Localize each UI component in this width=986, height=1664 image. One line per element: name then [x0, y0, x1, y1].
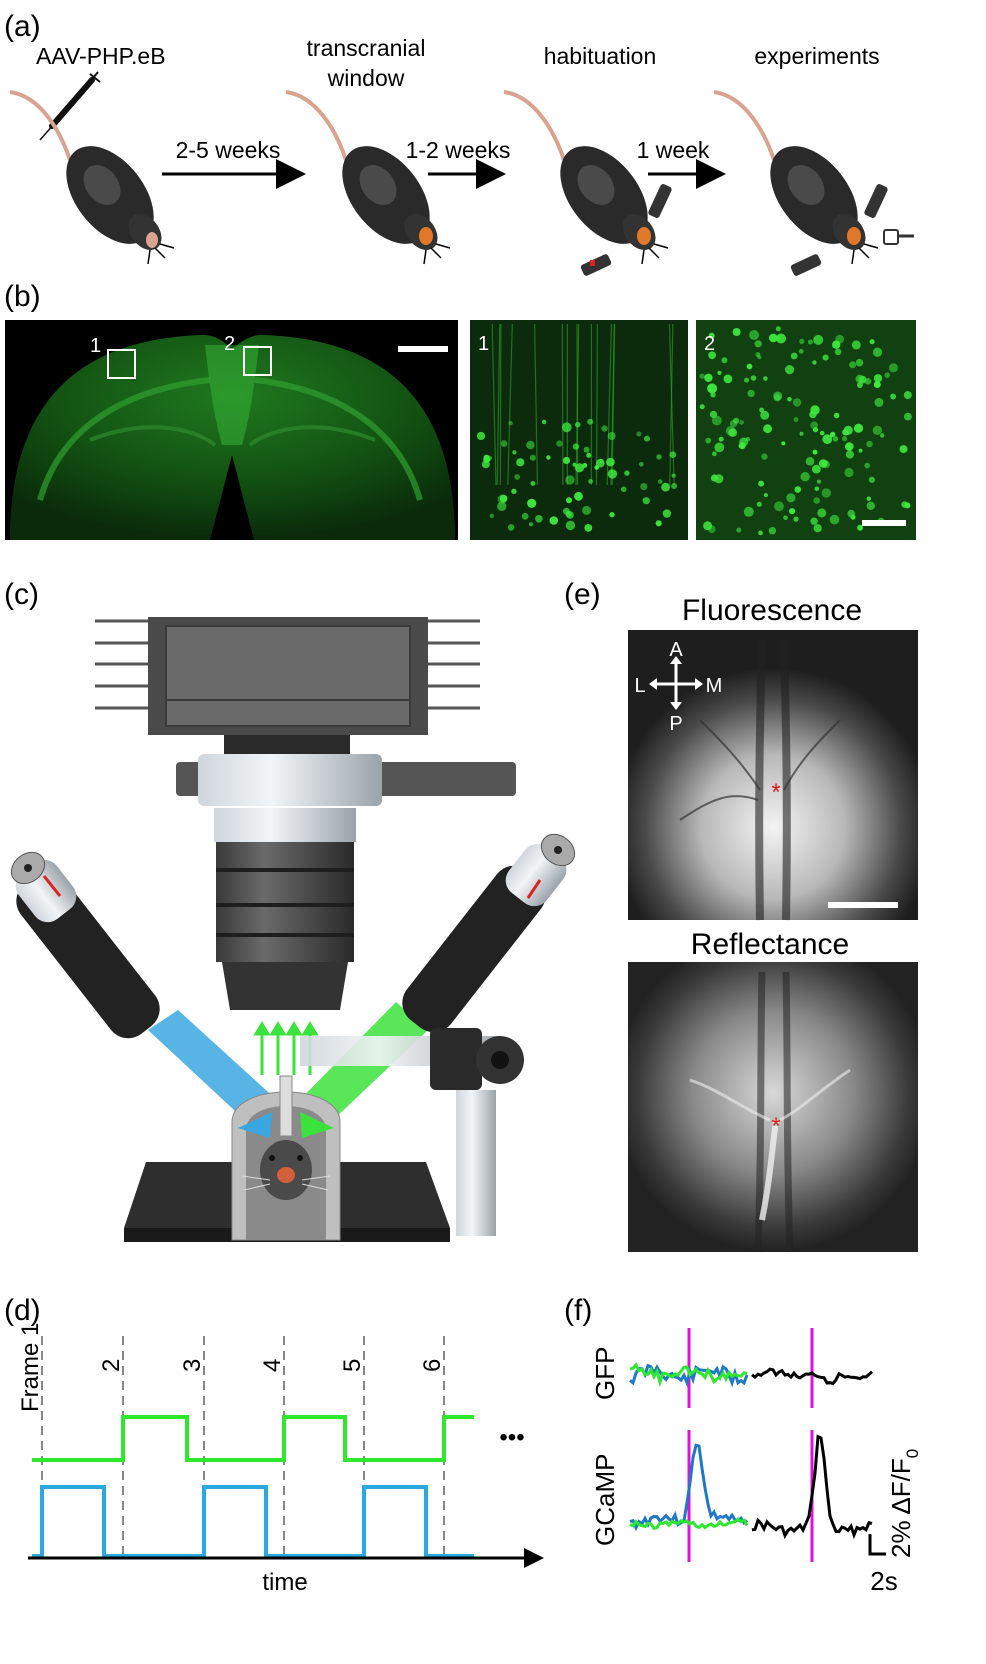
emission-arrows — [253, 1021, 319, 1075]
panel-label-c: (c) — [4, 578, 39, 611]
frame-label-5: 5 — [339, 1359, 366, 1372]
panel-label-b: (b) — [4, 280, 41, 313]
green-led-timing-trace — [32, 1415, 474, 1462]
scale-bar-fluorescence — [828, 902, 898, 908]
syringe-icon — [39, 71, 101, 141]
fluorescence-title: Fluorescence — [682, 594, 862, 627]
time-axis-label: time — [262, 1569, 307, 1596]
mouse-icon-injection — [9, 90, 175, 265]
reflectance-image — [628, 962, 918, 1252]
panel-c: (c) — [4, 578, 576, 1242]
mouse-icon-habituation — [503, 90, 672, 276]
stage-label-window-line2: window — [327, 65, 405, 91]
gfp-trace-blue — [629, 1363, 749, 1388]
reflectance-title: Reflectance — [691, 928, 849, 961]
mouse-icon-experiments — [713, 90, 914, 276]
panel-label-f: (f) — [564, 1294, 592, 1327]
time-axis-arrowhead — [524, 1548, 544, 1568]
panel-e: (e) Fluorescence A P L M * Reflectance * — [564, 578, 918, 1253]
gfp-trace-green — [629, 1362, 748, 1388]
compass-medial: M — [706, 675, 723, 697]
compass-lateral: L — [634, 675, 645, 697]
roi-label-1: 1 — [90, 335, 101, 357]
gcamp-trace-blue — [629, 1443, 749, 1532]
compass-posterior: P — [669, 713, 682, 735]
head-fixation-post — [300, 1028, 524, 1236]
row-label-gfp: GFP — [590, 1347, 620, 1400]
fluorescence-image — [628, 630, 918, 920]
panel-label-e: (e) — [564, 578, 601, 611]
camera-icon — [95, 617, 480, 735]
inset-label-1: 1 — [478, 333, 489, 355]
frame-label-6: 6 — [419, 1359, 446, 1372]
interval-label-3: 1 week — [637, 137, 710, 163]
interval-label-1: 2-5 weeks — [176, 137, 281, 163]
panel-f: (f) GFP GCaMP 2% ΔF/F0 2s — [564, 1294, 922, 1596]
panel-d: (d) Frame 1 2 3 4 5 6 time ••• — [4, 1294, 544, 1596]
frame-label-4: 4 — [259, 1359, 286, 1372]
scale-label-time: 2s — [870, 1566, 897, 1596]
bregma-marker-reflectance: * — [771, 1113, 780, 1140]
coronal-brain-tissue — [10, 334, 455, 540]
gcamp-trace-corrected — [751, 1434, 873, 1540]
row-label-gcamp: GCaMP — [590, 1454, 620, 1546]
stage-label-experiments: experiments — [754, 43, 879, 69]
inset-label-2: 2 — [704, 333, 715, 355]
panel-a: (a) AAV-PHP.eB transcranial window habit… — [4, 10, 914, 276]
gcamp-trace-green — [629, 1517, 749, 1531]
continuation-ellipsis: ••• — [499, 1424, 524, 1451]
frame-label-2: 2 — [98, 1359, 125, 1372]
frame-labels: Frame 1 2 3 4 5 6 — [17, 1323, 446, 1412]
compass-anterior: A — [669, 639, 683, 661]
panel-b: (b) 1 2 1 2 — [4, 280, 916, 540]
blue-led-timing-trace — [32, 1485, 474, 1558]
orientation-compass — [649, 656, 703, 710]
roi-box-2 — [243, 346, 272, 376]
frame-label-1: Frame 1 — [17, 1323, 44, 1412]
green-led-icon — [402, 833, 576, 1033]
interval-label-2: 1-2 weeks — [406, 137, 511, 163]
inset-1-neurons — [476, 323, 678, 532]
bregma-marker-fluorescence: * — [771, 779, 780, 806]
stage-label-habituation: habituation — [544, 43, 657, 69]
scale-bar-inset — [862, 520, 906, 526]
inset-image-1 — [470, 320, 688, 540]
scale-label-dff: 2% ΔF/F0 — [886, 1449, 922, 1558]
panel-label-d: (d) — [4, 1294, 41, 1327]
panel-label-a: (a) — [4, 10, 41, 43]
stage-label-injection: AAV-PHP.eB — [36, 43, 166, 69]
scale-bar-section — [398, 346, 448, 352]
roi-box-1 — [107, 349, 136, 379]
scale-bar-traces — [868, 1534, 886, 1556]
inset-2-neurons — [699, 326, 912, 536]
roi-label-2: 2 — [224, 333, 235, 355]
blue-led-icon — [10, 851, 160, 1039]
mouse-icon-window — [285, 90, 451, 265]
objective-lens-icon — [176, 735, 516, 1010]
stage-label-window-line1: transcranial — [307, 35, 426, 61]
frame-label-3: 3 — [179, 1359, 206, 1372]
gfp-trace-corrected — [751, 1367, 873, 1386]
